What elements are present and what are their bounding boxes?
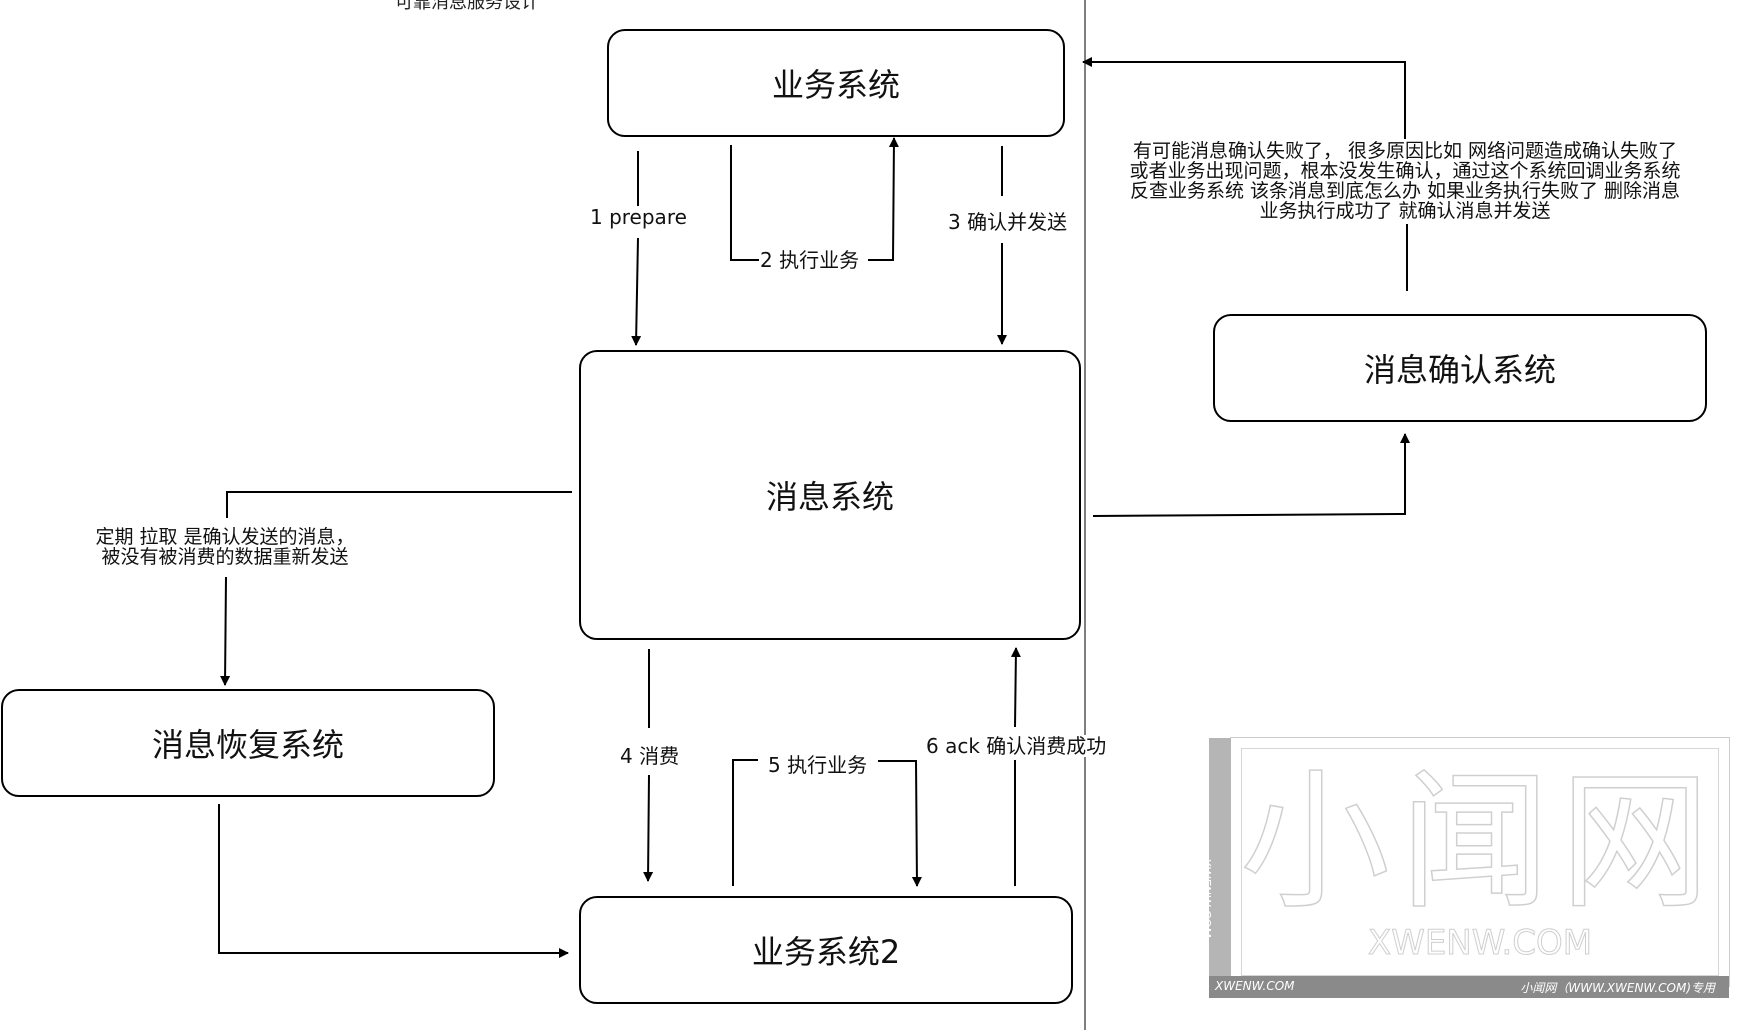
note-confirm: 有可能消息确认失败了， 很多原因比如 网络问题造成确认失败了 或者业务出现问题，… xyxy=(1115,141,1695,221)
node-label: 业务系统 xyxy=(771,66,900,104)
note-line: 反查业务系统 该条消息到底怎么办 如果业务执行失败了 删除消息 xyxy=(1129,180,1681,202)
edge-label-execute-business: 2 执行业务 xyxy=(760,248,860,272)
node-message-confirm-system: 消息确认系统 xyxy=(1213,314,1707,422)
watermark-bottom-left: XWENW.COM xyxy=(1215,979,1295,993)
edge-to-confirm-system xyxy=(1092,433,1410,517)
watermark-side-text: XWENW.COM xyxy=(1199,858,1213,938)
edge-execute-business-2-arrow xyxy=(878,760,922,887)
note-line: 或者业务出现问题，根本没发生确认，通过这个系统回调业务系统 xyxy=(1129,160,1681,182)
edge-label-ack: 6 ack 确认消费成功 xyxy=(926,734,1107,758)
watermark-side-strip: XWENW.COM xyxy=(1199,738,1231,976)
watermark-frame xyxy=(1241,748,1719,976)
note-recovery: 定期 拉取 是确认发送的消息， 被没有被消费的数据重新发送 xyxy=(60,527,390,567)
watermark-bottom-right: 小闻网（WWW.XWENW.COM)专用 xyxy=(1520,981,1715,995)
note-line: 被没有被消费的数据重新发送 xyxy=(101,546,349,568)
edge-label-confirm-send: 3 确认并发送 xyxy=(948,210,1068,234)
edge-label-execute-business-2: 5 执行业务 xyxy=(768,753,868,777)
note-line: 有可能消息确认失败了， 很多原因比如 网络问题造成确认失败了 xyxy=(1132,140,1678,162)
diagram-caption: 可靠消息服务设计 xyxy=(395,0,539,13)
watermark-domain: XWENW.COM xyxy=(1367,923,1593,964)
node-label: 业务系统2 xyxy=(751,933,901,971)
node-label: 消息恢复系统 xyxy=(151,726,344,764)
watermark: XWENW.COM 小闻网 XWENW.COM XWENW.COM 小闻网（WW… xyxy=(1199,737,1730,998)
node-message-system: 消息系统 xyxy=(579,350,1081,640)
edge-recovery-resend xyxy=(218,804,569,958)
node-label: 消息系统 xyxy=(765,478,894,516)
note-line: 业务执行成功了 就确认消息并发送 xyxy=(1259,200,1551,222)
edge-prepare-arrow xyxy=(631,237,642,346)
node-message-recovery-system: 消息恢复系统 xyxy=(1,689,495,797)
watermark-bottom-strip: XWENW.COM 小闻网（WWW.XWENW.COM)专用 xyxy=(1209,976,1729,998)
note-line: 定期 拉取 是确认发送的消息， xyxy=(95,526,355,548)
edge-recovery-pull-arrow xyxy=(220,576,231,686)
edge-consume-arrow xyxy=(643,774,654,882)
node-label: 消息确认系统 xyxy=(1363,351,1556,389)
edge-execute-business-2 xyxy=(732,759,758,886)
edge-label-consume: 4 消费 xyxy=(620,744,680,768)
edge-label-prepare: 1 prepare xyxy=(590,205,687,229)
edge-recovery-pull xyxy=(226,491,572,518)
node-business-system: 业务系统 xyxy=(607,29,1065,137)
watermark-logo-text: 小闻网 xyxy=(1239,756,1720,930)
edge-execute-business-arrow xyxy=(868,137,899,261)
edge-execute-business xyxy=(730,145,759,261)
node-business-system-2: 业务系统2 xyxy=(579,896,1073,1004)
edge-ack-arrow xyxy=(1010,647,1021,728)
edge-confirm-callback-arrow xyxy=(1082,57,1406,139)
